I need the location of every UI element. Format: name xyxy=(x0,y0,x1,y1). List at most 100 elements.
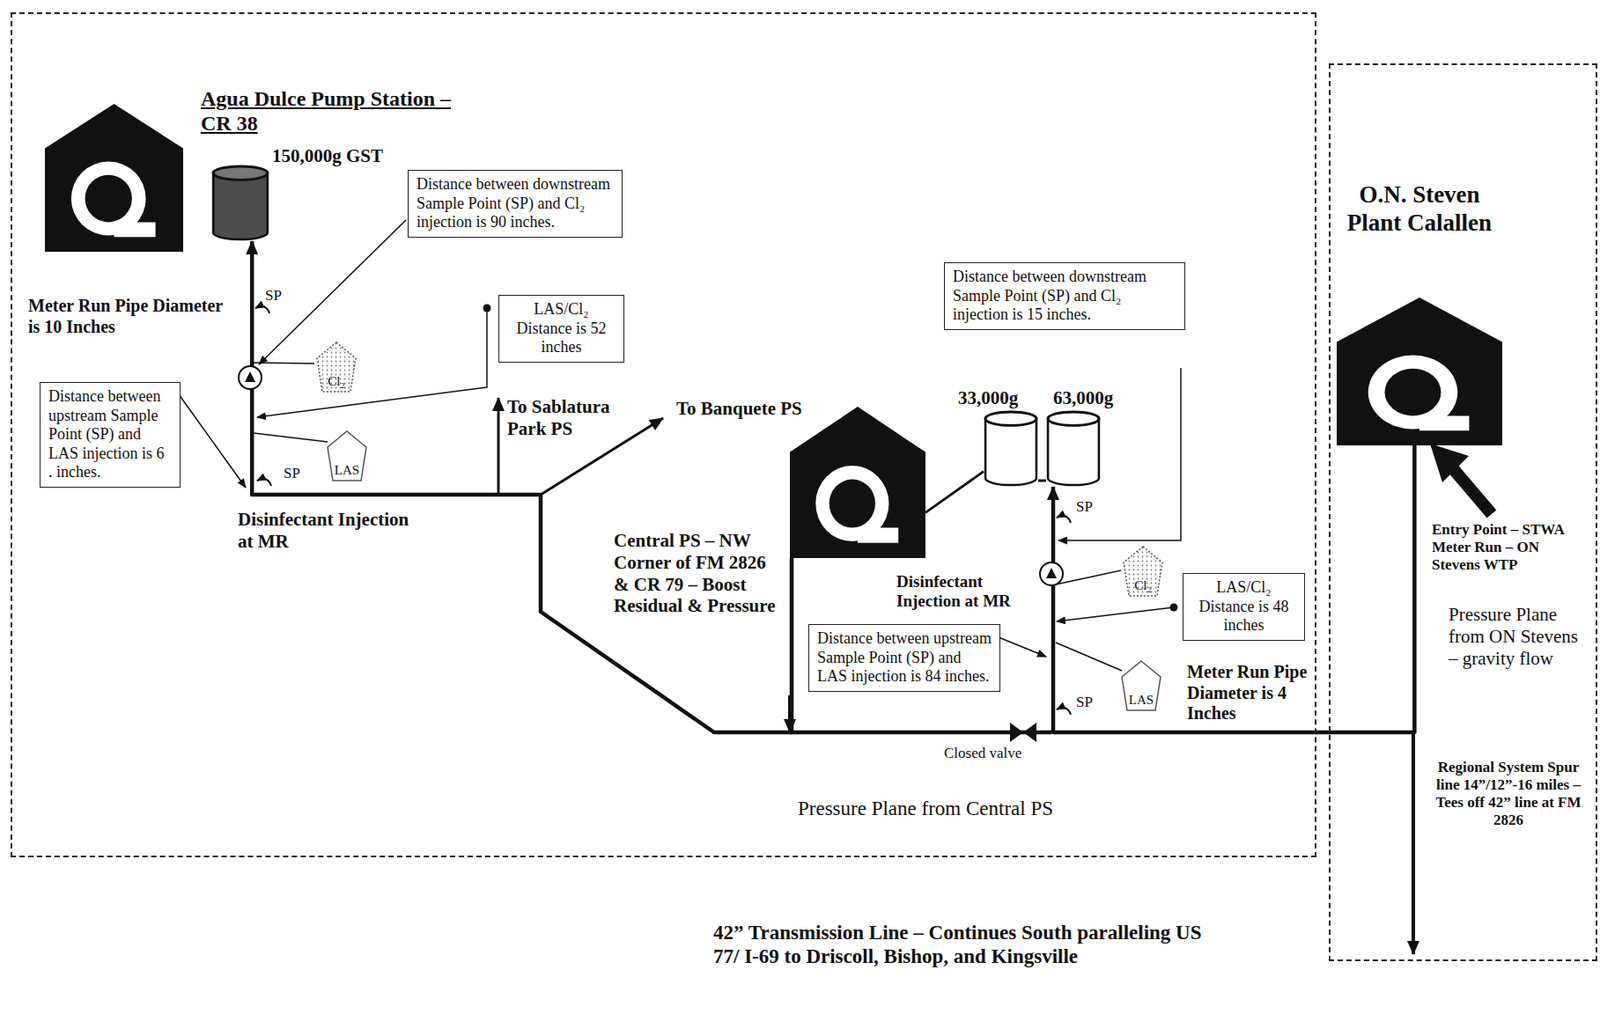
feed-line xyxy=(1055,570,1121,585)
diagram-label: SP xyxy=(283,464,301,483)
pump-core xyxy=(829,479,876,529)
transmission-line xyxy=(1411,732,1416,955)
tank-top xyxy=(985,412,1037,426)
leader-line xyxy=(1056,607,1174,622)
node-text: Distance between upstream Sample Point (… xyxy=(817,629,992,687)
node-text: Distance between downstream Sample Point… xyxy=(416,175,614,233)
leader-line xyxy=(178,394,246,488)
diagram-label: Disinfectant Injection at MR xyxy=(237,508,414,553)
pipe-connector xyxy=(1038,479,1047,483)
node-text: O.N. Steven Plant Calallen xyxy=(1334,181,1505,238)
sample-point-symbol xyxy=(1056,707,1071,716)
node-text: Agua Dulce Pump Station – CR 38 xyxy=(200,86,452,137)
pentagon xyxy=(327,431,367,481)
pipe-connector xyxy=(1053,445,1415,733)
callout-box: Distance between downstream Sample Point… xyxy=(943,262,1186,331)
diagram-label: To Banquete PS xyxy=(676,398,803,421)
pump-tail xyxy=(1419,415,1469,431)
injection-pump-mark xyxy=(1046,567,1057,579)
sample-point-symbol xyxy=(1056,516,1071,524)
tank-top xyxy=(213,166,268,180)
diagram-label: Meter Run Pipe Diameter is 4 Inches xyxy=(1187,662,1320,725)
node-text: LAS/Cl₂ Distance is 48 inches xyxy=(1191,578,1297,636)
pressure-plane-region: Pressure Plane from Central PS Agua Dulce… xyxy=(10,12,1317,858)
leader-dot xyxy=(483,304,492,313)
pump-tail xyxy=(114,221,156,237)
diagram-label: SP xyxy=(265,287,282,305)
callout-box: Distance between upstream Sample Point (… xyxy=(39,382,181,488)
node-text: LAS xyxy=(326,463,368,479)
sample-point-symbol xyxy=(255,306,270,314)
pump-tail xyxy=(857,528,899,544)
feed-line xyxy=(253,433,328,443)
pump-house xyxy=(1336,297,1503,446)
chemical-feed-symbol: LAS xyxy=(326,430,368,482)
node-text: LAS xyxy=(1120,693,1162,708)
node-text: 33,000g xyxy=(958,387,1018,410)
entry-arrow-shaft xyxy=(1451,466,1492,515)
diagram-label: 42” Transmission Line – Continues South … xyxy=(713,921,1220,969)
pipe-connector xyxy=(925,471,984,514)
pump-station: Central PS – NW Corner of FM 2826 & CR 7… xyxy=(789,406,926,559)
closed-valve xyxy=(1010,722,1037,743)
storage-tank: 33,000g xyxy=(983,410,1039,487)
entry-arrow-head xyxy=(1430,443,1469,483)
callout-box: LAS/Cl₂ Distance is 52 inches xyxy=(498,294,625,363)
pump-house xyxy=(44,103,184,252)
node-text: LAS/Cl₂ Distance is 52 inches xyxy=(507,300,616,358)
tank-body xyxy=(1047,419,1099,486)
diagram-label: Closed valve xyxy=(943,744,1022,763)
pump-core xyxy=(1385,368,1442,417)
node-text: Pressure Plane from ON Stevens – gravity… xyxy=(1448,604,1590,670)
tank-icon xyxy=(211,164,270,242)
diagram-label: Disinfectant Injection at MR xyxy=(896,572,1047,612)
node-text: Cl₂ xyxy=(1122,578,1164,594)
tank-icon xyxy=(1046,410,1101,487)
diagram-label: Meter Run Pipe Diameter is 10 Inches xyxy=(28,295,233,338)
callout-box: Distance between downstream Sample Point… xyxy=(407,169,623,238)
node-text: Pressure Plane from Central PS xyxy=(797,796,1054,821)
pentagon xyxy=(1123,546,1163,597)
chemical-feed-symbol: Cl₂ xyxy=(1122,545,1164,598)
injection-pump xyxy=(238,366,262,390)
callout-box: LAS/Cl₂ Distance is 48 inches xyxy=(1182,573,1306,642)
tank-body xyxy=(985,419,1037,486)
tank-top xyxy=(1047,412,1099,426)
diagram-label: To Sablatura Park PS xyxy=(507,396,649,441)
pressure-plane-region: Pressure Plane from ON Stevens – gravity… xyxy=(1328,63,1598,962)
tank-body xyxy=(213,173,268,240)
pump-core xyxy=(85,175,133,223)
storage-tank: 150,000g GST xyxy=(211,164,270,242)
pump-station: Agua Dulce Pump Station – CR 38 xyxy=(44,103,184,252)
pump-station-icon xyxy=(44,103,184,252)
storage-tank: 63,000g xyxy=(1046,410,1101,487)
pentagon xyxy=(1121,661,1161,711)
sample-point-symbol xyxy=(257,479,272,487)
chemical-feed-symbol: LAS xyxy=(1120,660,1162,712)
pump-house xyxy=(789,406,926,559)
leader-line xyxy=(258,220,406,365)
feed-line xyxy=(1055,642,1122,671)
pentagon xyxy=(317,342,356,392)
pipe-connector xyxy=(251,241,792,733)
diagram-label: SP xyxy=(1076,498,1093,517)
node-text: 150,000g GST xyxy=(272,145,384,168)
node-text: Distance between downstream Sample Point… xyxy=(952,267,1177,325)
injection-pump xyxy=(1039,562,1063,586)
node-text: Central PS – NW Corner of FM 2826 & CR 7… xyxy=(613,530,786,618)
chemical-feed-symbol: Cl₂ xyxy=(316,341,357,393)
leader-dot xyxy=(1170,604,1179,612)
diagram-label: Entry Point – STWA Meter Run – ON Steven… xyxy=(1431,521,1591,575)
node-text: Cl₂ xyxy=(316,374,357,390)
diagram-label: SP xyxy=(1076,693,1093,712)
leader-line xyxy=(998,637,1047,657)
pump-station: O.N. Steven Plant Calallen xyxy=(1336,297,1503,446)
pump-station-icon xyxy=(1336,297,1503,446)
feed-line xyxy=(253,362,315,364)
node-text: Distance between upstream Sample Point (… xyxy=(48,387,172,483)
node-text: 63,000g xyxy=(1053,387,1114,410)
tank-icon xyxy=(983,410,1039,487)
injection-pump-mark xyxy=(244,371,256,383)
pipe-branch xyxy=(497,398,501,495)
callout-box: Distance between upstream Sample Point (… xyxy=(808,624,1001,693)
